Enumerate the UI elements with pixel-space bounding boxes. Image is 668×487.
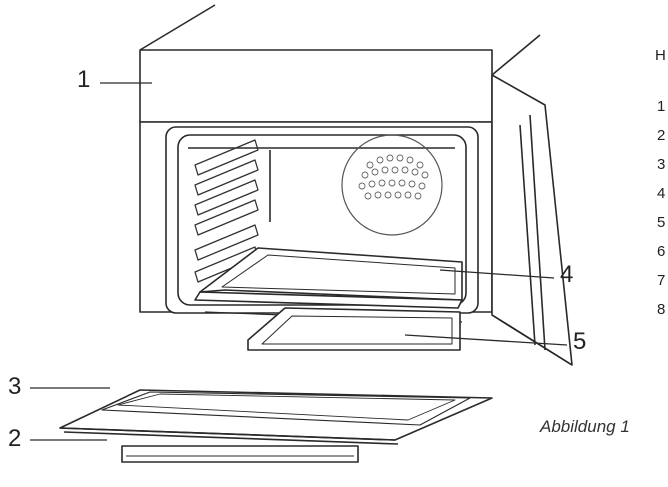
side-list-number: 6: [657, 243, 666, 260]
bottom-plate-inner: [261, 315, 453, 345]
callout-4: 4: [560, 261, 574, 288]
side-list-number: 4: [657, 185, 666, 202]
oven-door-inner-glass: [117, 393, 456, 421]
side-list-number: 3: [657, 156, 666, 173]
oven-top-left-edge: [139, 4, 216, 51]
leader-line-4: [439, 269, 555, 279]
door-handle: [121, 445, 359, 463]
baking-tray-inner: [221, 254, 456, 295]
callout-3: 3: [8, 373, 22, 400]
side-list-number: 5: [657, 214, 666, 231]
oven-side-panel: [491, 74, 573, 366]
side-list-number: 1: [657, 98, 666, 115]
baking-tray-rim: [194, 291, 463, 309]
oven-bottom-edge: [491, 314, 573, 366]
callout-5: 5: [573, 328, 587, 355]
side-list-number: 8: [657, 301, 666, 318]
oven-top-right-edge: [491, 34, 541, 76]
oven-door-glass: [101, 391, 471, 426]
figure-caption: Abbildung 1: [540, 417, 630, 436]
leader-line-5: [404, 334, 568, 346]
side-list-number: 2: [657, 127, 666, 144]
oven-door-front-edge: [59, 427, 396, 441]
rack-rails: [194, 139, 259, 283]
fan-grille-holes: [358, 154, 429, 200]
callout-2: 2: [8, 425, 22, 452]
side-list-number: 7: [657, 272, 666, 289]
oven-cavity: [177, 134, 467, 306]
oven-door-bottom-edge: [63, 431, 399, 445]
baking-tray: [199, 247, 463, 301]
callout-1: 1: [77, 66, 91, 93]
side-slot-2: [529, 114, 546, 351]
bottom-plate: [247, 307, 461, 351]
control-panel: [139, 49, 493, 123]
side-list-heading: H: [655, 47, 666, 64]
side-slot-1: [519, 124, 536, 346]
fan-grille: [341, 134, 443, 236]
